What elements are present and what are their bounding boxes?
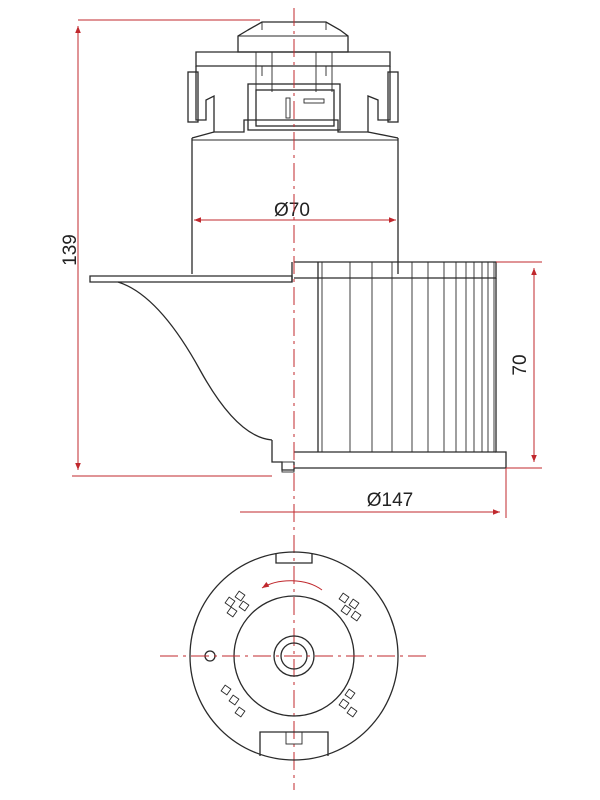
vent-square [344,688,356,700]
vent-square [234,590,246,602]
height-total-label: 139 [60,234,81,266]
dim-diameter-fan: Ø147 [240,468,507,518]
vent-square [220,684,232,696]
fan-flange [89,262,295,473]
hub-outer [273,635,315,677]
rotation-arrow [261,580,323,591]
bottom-tab-slot [285,731,303,745]
top-notch [275,553,313,564]
dim-height-total: 139 [60,19,272,477]
dim-fan-height: 70 [496,261,542,469]
outer-ring [189,551,399,761]
vent-square [238,600,250,612]
vent-square [346,706,358,718]
side-view: 139 Ø70 70 Ø147 [60,8,542,790]
connector-cap [195,21,391,67]
fan-height-label: 70 [510,354,531,375]
fan-cage [294,261,507,469]
diameter-motor-label: Ø70 [274,200,310,221]
vent-square [338,592,350,604]
vent-square [226,606,238,618]
fan-blades [317,262,495,452]
dim-diameter-motor: Ø70 [194,200,396,223]
motor-body [191,131,399,274]
vent-square [234,706,246,718]
vent-square [340,604,352,616]
vent-square [350,610,362,622]
vent-square [228,694,240,706]
motor-clips [187,52,399,133]
diameter-fan-label: Ø147 [367,490,413,511]
vent-slots [220,590,362,718]
vent-square [224,596,236,608]
vent-square [348,598,360,610]
vent-square [338,698,350,710]
bottom-view [160,551,428,761]
